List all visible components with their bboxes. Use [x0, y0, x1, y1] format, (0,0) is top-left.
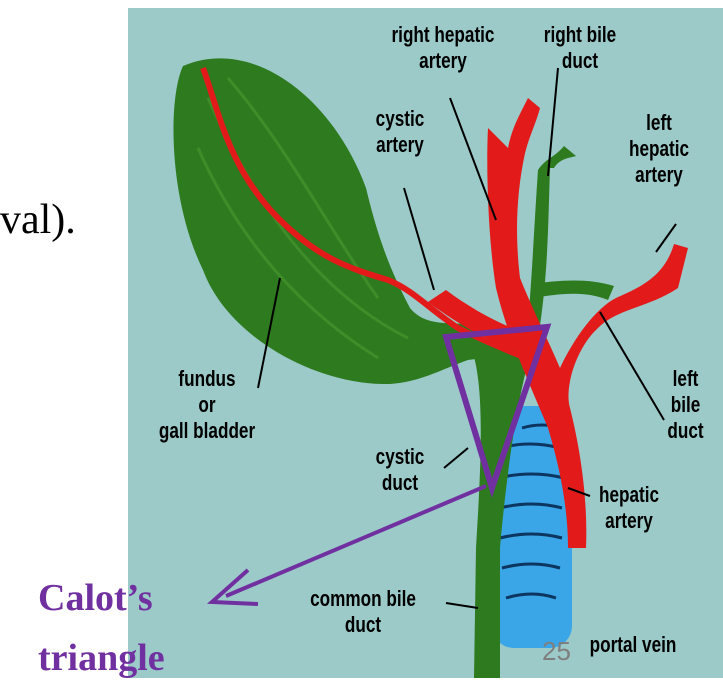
- label-line: common bile: [297, 586, 430, 612]
- label-line: duct: [297, 612, 430, 638]
- label-line: duct: [533, 48, 627, 74]
- callout-line: triangle: [38, 628, 165, 688]
- label-line: artery: [616, 162, 702, 188]
- label-portal-vein: portal vein: [582, 632, 683, 658]
- label-cystic-artery: cystic artery: [361, 106, 439, 158]
- label-right-hepatic-artery: right hepatic artery: [385, 22, 502, 74]
- label-cystic-duct: cystic duct: [369, 444, 431, 496]
- label-line: cystic: [369, 444, 431, 470]
- label-line: hepatic: [586, 482, 672, 508]
- label-common-bile-duct: common bile duct: [297, 586, 430, 638]
- label-line: fundus: [149, 366, 266, 392]
- label-line: right hepatic: [385, 22, 502, 48]
- label-left-bile-duct: left bile duct: [656, 366, 715, 444]
- callout-line: Calot’s: [38, 568, 165, 628]
- label-line: duct: [369, 470, 431, 496]
- calot-triangle-label: Calot’s triangle: [38, 568, 165, 688]
- label-line: artery: [385, 48, 502, 74]
- anatomy-diagram: right hepatic artery right bile duct cys…: [128, 8, 723, 678]
- label-line: bile: [656, 392, 715, 418]
- label-line: left: [656, 366, 715, 392]
- label-hepatic-artery: hepatic artery: [586, 482, 672, 534]
- label-line: hepatic: [616, 136, 702, 162]
- page-number: 25: [542, 636, 571, 667]
- label-line: portal vein: [582, 632, 683, 658]
- label-left-hepatic-artery: left hepatic artery: [616, 110, 702, 188]
- slide-text-fragment: val).: [0, 196, 76, 244]
- label-line: right bile: [533, 22, 627, 48]
- label-line: duct: [656, 418, 715, 444]
- label-right-bile-duct: right bile duct: [533, 22, 627, 74]
- label-line: artery: [586, 508, 672, 534]
- label-fundus: fundus or gall bladder: [149, 366, 266, 444]
- label-line: or: [149, 392, 266, 418]
- label-line: gall bladder: [149, 418, 266, 444]
- label-line: left: [616, 110, 702, 136]
- label-line: artery: [361, 132, 439, 158]
- label-line: cystic: [361, 106, 439, 132]
